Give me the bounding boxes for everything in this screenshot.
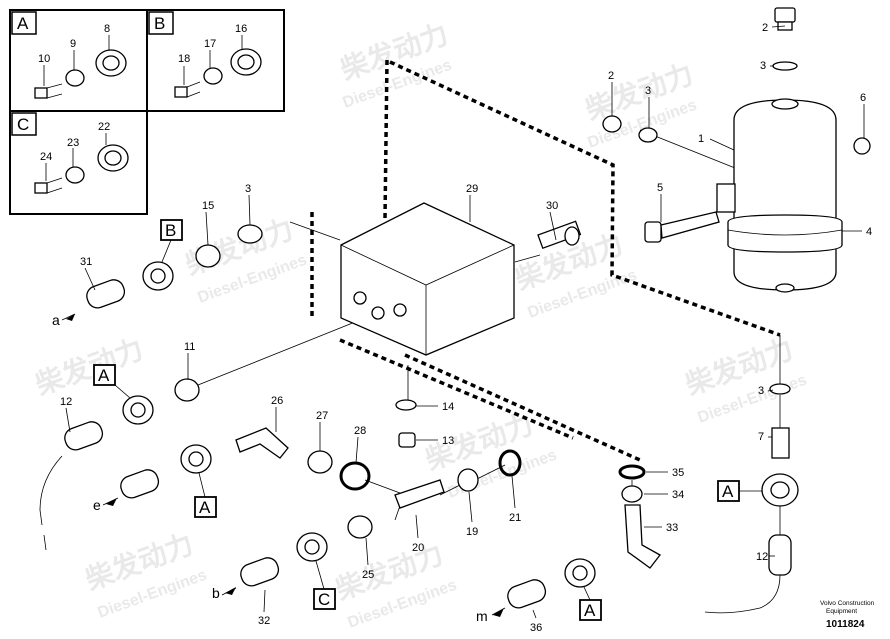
label-1: 1 bbox=[698, 133, 704, 145]
label-3b: 3 bbox=[645, 85, 651, 97]
label-2: 2 bbox=[762, 22, 768, 34]
footer: Volvo Construction Equipment 1011824 bbox=[820, 600, 875, 630]
label-33: 33 bbox=[666, 522, 678, 534]
callout-a-2: A bbox=[199, 498, 211, 517]
label-36: 36 bbox=[530, 622, 542, 634]
label-19: 19 bbox=[466, 526, 478, 538]
line-end-e: e bbox=[93, 497, 101, 513]
label-26: 26 bbox=[271, 395, 283, 407]
label-25: 25 bbox=[362, 569, 374, 581]
label-13: 13 bbox=[442, 435, 454, 447]
label-31: 31 bbox=[80, 256, 92, 268]
label-27: 27 bbox=[316, 410, 328, 422]
line-end-b: b bbox=[212, 585, 220, 601]
label-4: 4 bbox=[866, 226, 872, 238]
label-12b: 12 bbox=[756, 551, 768, 563]
callout-a-3: A bbox=[584, 601, 596, 620]
label-3: 3 bbox=[760, 60, 766, 72]
label-28: 28 bbox=[354, 425, 366, 437]
hose-fittings bbox=[64, 224, 799, 609]
label-14: 14 bbox=[442, 401, 454, 413]
line-end-labels: a e b m bbox=[52, 312, 504, 624]
label-17: 17 bbox=[204, 38, 216, 50]
label-9: 9 bbox=[70, 38, 76, 50]
callout-a-1: A bbox=[98, 366, 110, 385]
label-24: 24 bbox=[40, 151, 52, 163]
label-11: 11 bbox=[184, 341, 195, 353]
line-end-m: m bbox=[476, 608, 488, 624]
detail-letter-a: A bbox=[17, 14, 29, 33]
brand-line-2: Equipment bbox=[826, 608, 857, 615]
watermark-cn: 柴发动力 bbox=[31, 332, 147, 400]
label-7: 7 bbox=[758, 431, 764, 443]
callout-b: B bbox=[165, 221, 176, 240]
label-6: 6 bbox=[860, 92, 866, 104]
label-10: 10 bbox=[38, 53, 50, 65]
detail-letter-c: C bbox=[17, 115, 29, 134]
label-23: 23 bbox=[67, 137, 79, 149]
label-32: 32 bbox=[258, 615, 270, 627]
label-21: 21 bbox=[509, 512, 521, 524]
label-3c: 3 bbox=[758, 385, 764, 397]
label-3d: 3 bbox=[245, 183, 251, 195]
detail-box-c: C 24 23 22 bbox=[9, 110, 148, 215]
label-15: 15 bbox=[202, 200, 214, 212]
label-35: 35 bbox=[672, 467, 684, 479]
label-22: 22 bbox=[98, 121, 110, 133]
brand-line-1: Volvo Construction bbox=[820, 600, 875, 607]
detail-box-a: A 10 9 8 bbox=[9, 9, 148, 112]
line-end-a: a bbox=[52, 312, 60, 328]
label-16: 16 bbox=[235, 23, 247, 35]
label-29: 29 bbox=[466, 183, 478, 195]
label-2b: 2 bbox=[608, 70, 614, 82]
drawing-number: 1011824 bbox=[826, 619, 865, 630]
label-34: 34 bbox=[672, 489, 684, 501]
detail-box-b: B 18 17 16 bbox=[146, 9, 285, 112]
label-30: 30 bbox=[546, 200, 558, 212]
fuel-filter bbox=[602, 7, 871, 293]
dashed-lines bbox=[310, 59, 781, 462]
label-20: 20 bbox=[412, 542, 424, 554]
detail-letter-b: B bbox=[154, 14, 165, 33]
part-labels: 1 2 2 3 3 3 3 4 5 6 7 11 12 12 13 14 15 … bbox=[60, 22, 872, 634]
callout-a-4: A bbox=[722, 482, 734, 501]
label-18: 18 bbox=[178, 53, 190, 65]
label-12: 12 bbox=[60, 396, 72, 408]
callout-boxes: B A A C A A bbox=[93, 219, 762, 621]
label-5: 5 bbox=[657, 182, 663, 194]
label-8: 8 bbox=[104, 23, 110, 35]
distribution-block bbox=[340, 202, 582, 356]
callout-c: C bbox=[318, 590, 330, 609]
